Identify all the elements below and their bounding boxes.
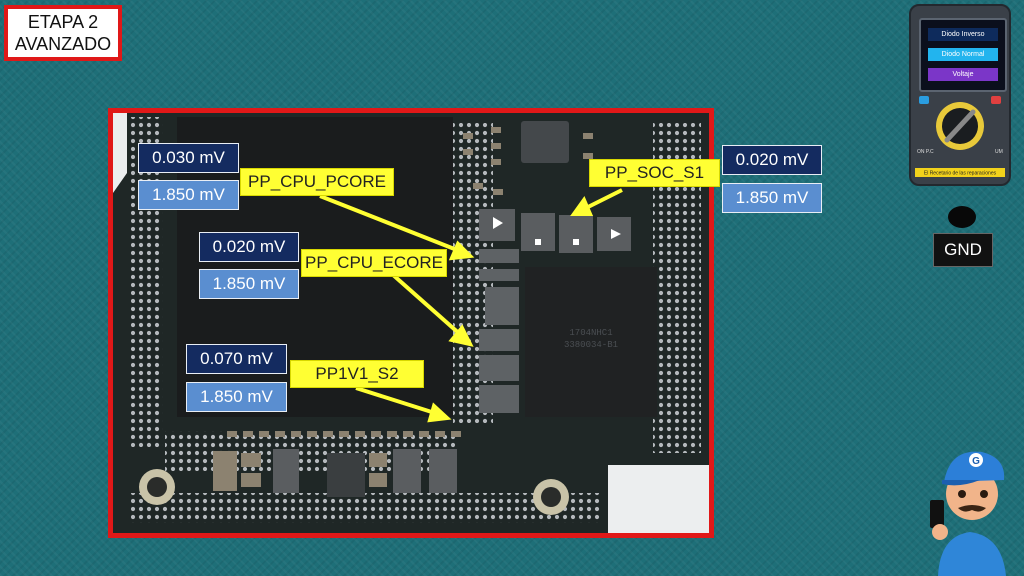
reference-cpu-pcore: 1.850 mV xyxy=(138,180,239,210)
reading-cpu-pcore: 0.030 mV xyxy=(138,143,239,173)
inductor-top xyxy=(521,121,569,163)
reference-cpu-ecore: 1.850 mV xyxy=(199,269,299,299)
multimeter-dial-area: ON P.C UM El Recetario de las reparacion… xyxy=(915,96,1005,177)
gnd-label: GND xyxy=(933,233,993,267)
inductor-row xyxy=(479,209,631,253)
meter-footer-bar xyxy=(915,168,1005,177)
technician-mascot: G xyxy=(930,451,1006,576)
meter-right-tag: UM xyxy=(995,149,1003,155)
cap-badge: G xyxy=(972,456,980,467)
stage-title-line2: AVANZADO xyxy=(14,34,112,54)
meter-right-button xyxy=(991,96,1001,104)
bottom-components xyxy=(213,449,457,497)
meter-footer-text: El Recetario de las reparaciones xyxy=(924,171,997,177)
capacitor-column xyxy=(479,249,519,413)
rail-label-cpu-pcore: PP_CPU_PCORE xyxy=(240,168,394,196)
mode-diode-normal: Diodo Normal xyxy=(928,48,998,61)
reference-pp1v1-s2: 1.850 mV xyxy=(186,382,287,412)
multimeter: Diodo Inverso Diodo Normal Voltaje ON P.… xyxy=(909,4,1011,186)
meter-left-button xyxy=(919,96,929,104)
gnd-probe-point xyxy=(948,206,976,228)
multimeter-screen: Diodo Inverso Diodo Normal Voltaje xyxy=(919,18,1007,92)
via-holes-bottom xyxy=(131,493,601,523)
pmic-chip xyxy=(525,267,657,417)
stage-title-line1: ETAPA 2 xyxy=(27,12,99,32)
reading-pp1v1-s2: 0.070 mV xyxy=(186,344,287,374)
rail-label-pp1v1-s2: PP1V1_S2 xyxy=(290,360,424,388)
reading-cpu-ecore: 0.020 mV xyxy=(199,232,299,262)
chip-marking-1: 1704NHC1 xyxy=(569,328,612,338)
rail-label-cpu-ecore: PP_CPU_ECORE xyxy=(301,249,447,277)
reading-soc-s1: 0.020 mV xyxy=(722,145,822,175)
meter-left-tag: ON P.C xyxy=(917,149,934,155)
rail-label-soc-s1: PP_SOC_S1 xyxy=(589,159,720,187)
mode-diode-reverse: Diodo Inverso xyxy=(928,28,998,41)
mode-voltage: Voltaje xyxy=(928,68,998,81)
stage-title: ETAPA 2 AVANZADO xyxy=(4,5,122,61)
chip-marking-2: 3380034-B1 xyxy=(564,340,618,350)
reference-soc-s1: 1.850 mV xyxy=(722,183,822,213)
